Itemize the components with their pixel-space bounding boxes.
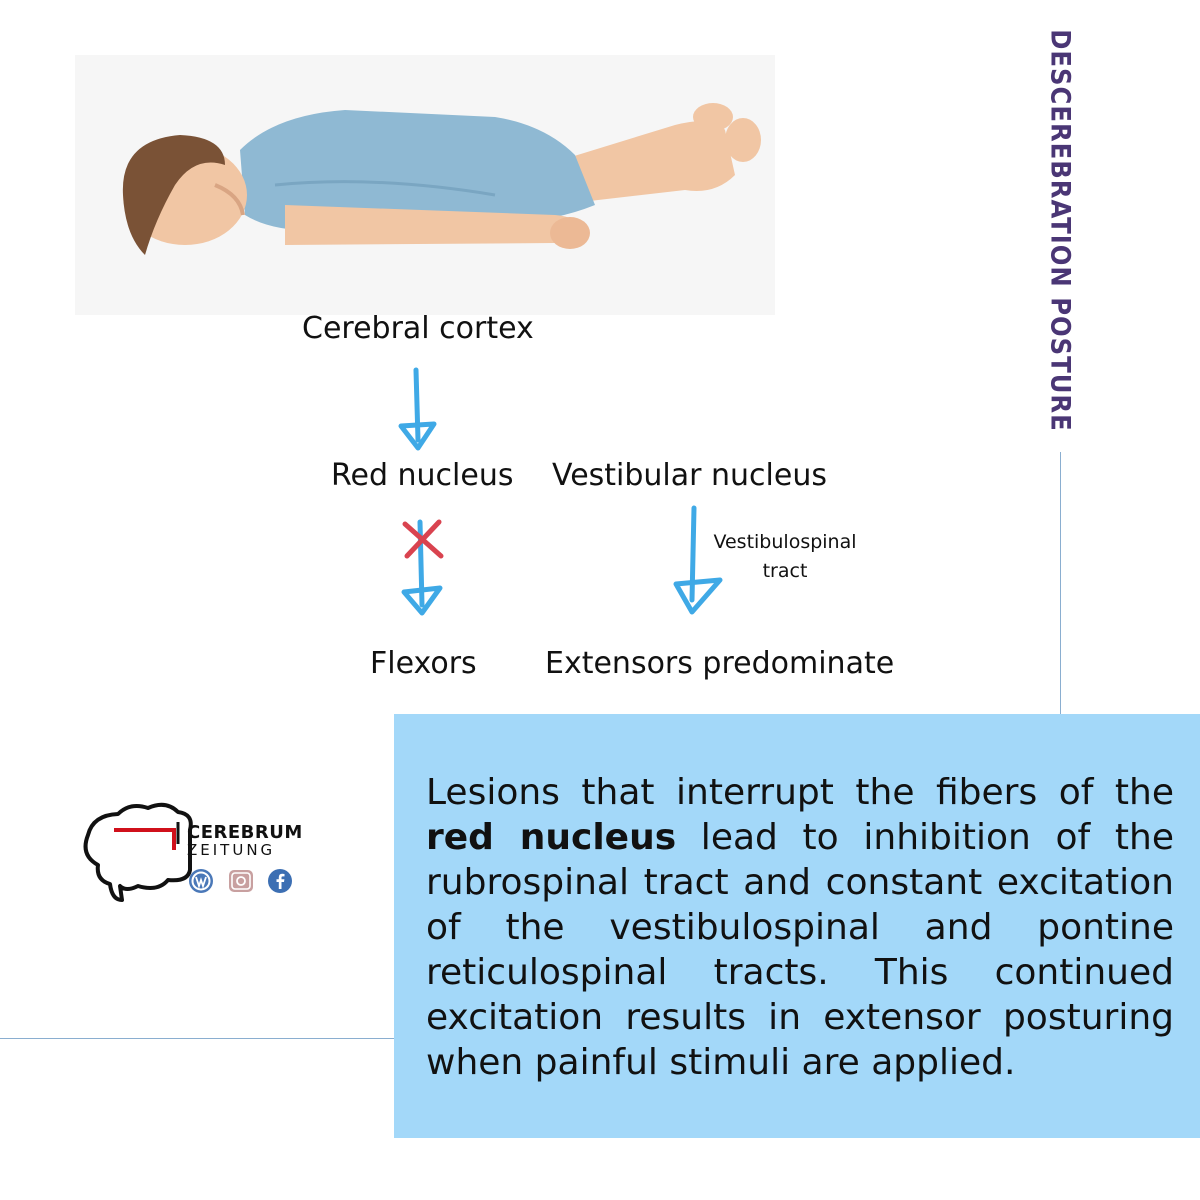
logo-wordmark-top: CEREBRUM xyxy=(187,822,303,843)
divider-horizontal xyxy=(0,1038,418,1039)
paragraph-bold-term: red nucleus xyxy=(426,817,677,858)
logo-wordmark-bottom: ZEITUNG xyxy=(187,841,276,859)
facebook-icon[interactable] xyxy=(267,868,293,894)
decerebrate-patient-illustration xyxy=(75,55,775,315)
title-text: DESCEREBRATION POSTURE xyxy=(1044,28,1076,432)
wordpress-icon[interactable] xyxy=(188,868,214,894)
arrow-cortex-to-red xyxy=(398,367,437,451)
vestibular-nucleus-label: Vestibular nucleus xyxy=(552,458,827,493)
divider-vertical xyxy=(1060,452,1061,724)
brain-logo-icon xyxy=(83,802,193,902)
paragraph-text-1: Lesions that interrupt the fibers of the xyxy=(426,772,1174,813)
instagram-icon[interactable] xyxy=(228,868,254,894)
tract-label-line1: Vestibulospinal xyxy=(713,531,857,553)
paragraph-text-2: lead to inhibition of the rubrospinal tr… xyxy=(426,817,1174,1083)
extensors-label: Extensors predominate xyxy=(545,646,895,681)
cross-icon xyxy=(402,519,444,559)
tract-label-line2: tract xyxy=(762,559,808,582)
explanation-paragraph: Lesions that interrupt the fibers of the… xyxy=(426,770,1174,1085)
page-title: DESCEREBRATION POSTURE xyxy=(1040,29,1080,431)
vestibulospinal-tract-label: Vestibulospinal tract xyxy=(700,528,870,585)
explanation-box xyxy=(394,714,1200,1138)
arrow-red-to-flexors xyxy=(401,519,443,616)
red-nucleus-label: Red nucleus xyxy=(331,458,514,493)
flexors-label: Flexors xyxy=(370,646,477,681)
cerebral-cortex-label: Cerebral cortex xyxy=(302,311,534,346)
